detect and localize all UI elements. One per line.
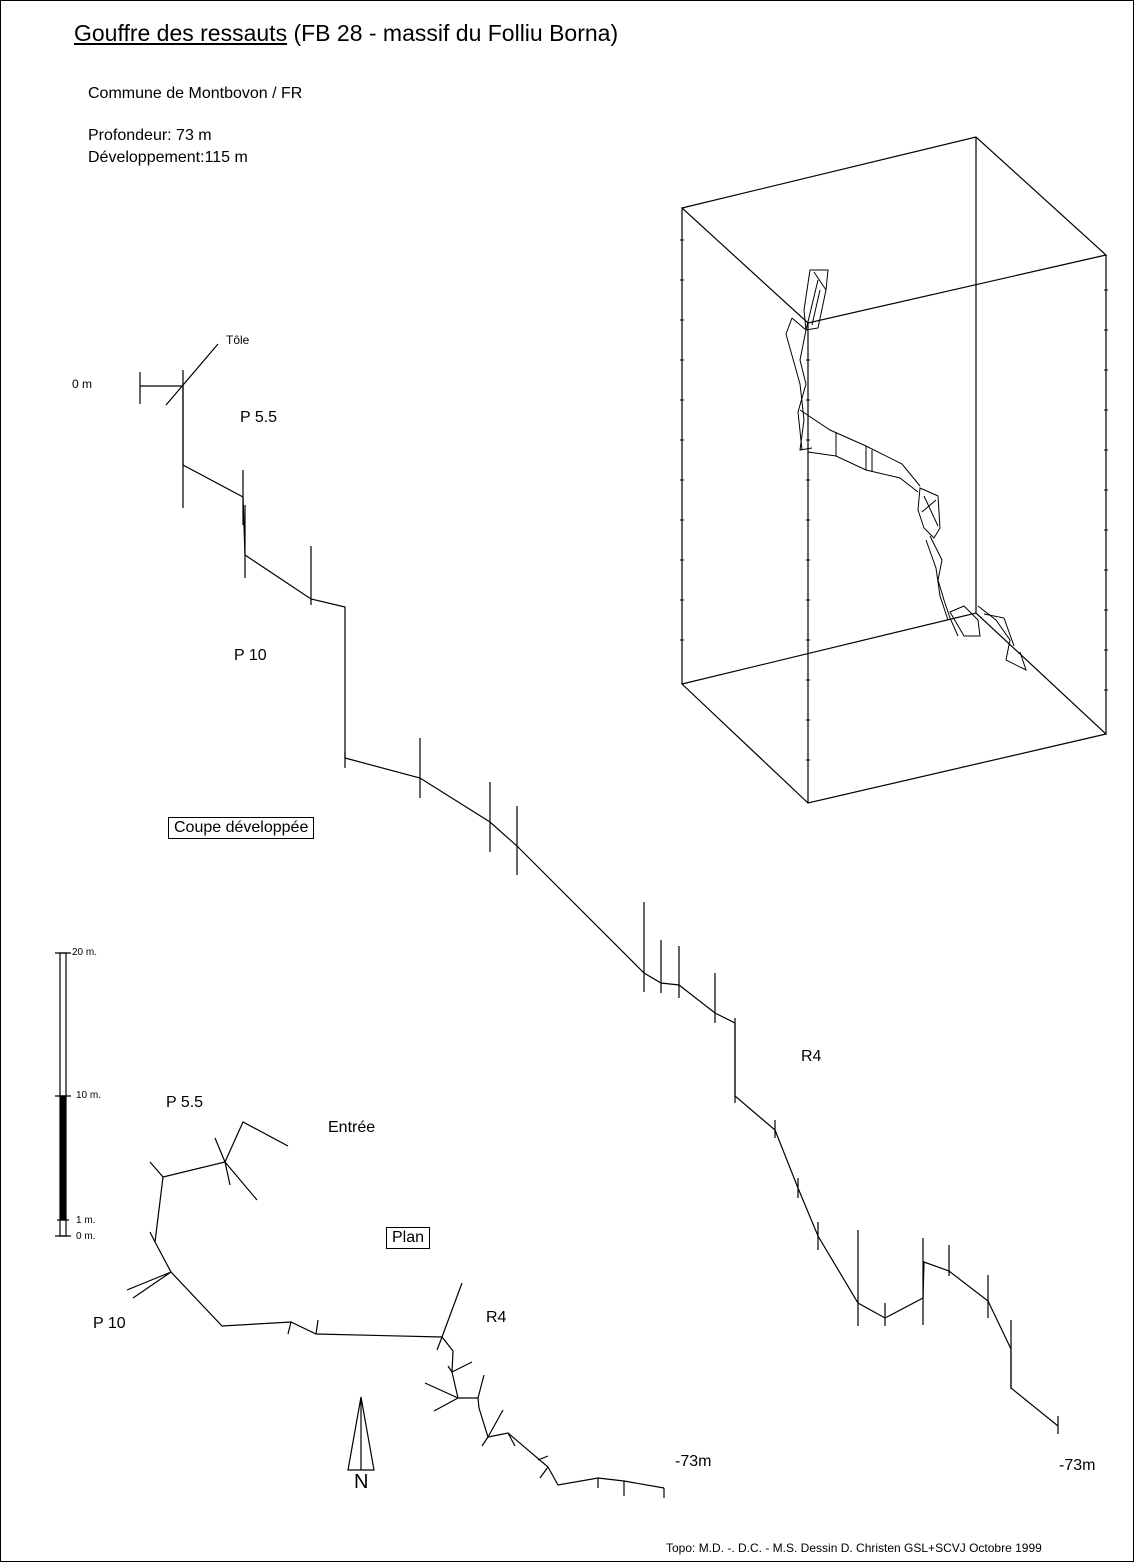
north-arrow-icon — [347, 1396, 375, 1471]
plan-bottom-label: -73m — [675, 1453, 712, 1470]
title-subtitle: (FB 28 - massif du Folliu Borna) — [287, 20, 619, 46]
profondeur-text: Profondeur: 73 m — [88, 127, 212, 144]
plan-r4-label: R4 — [486, 1309, 507, 1326]
north-label: N — [354, 1471, 369, 1493]
page-title: Gouffre des ressauts (FB 28 - massif du … — [74, 20, 618, 47]
section-profile — [139, 343, 1059, 1434]
section-tole-label: Tôle — [226, 333, 250, 347]
plan-entree-label: Entrée — [328, 1119, 376, 1136]
scale-label-0: 0 m. — [76, 1231, 96, 1242]
tole-pointer — [165, 343, 219, 406]
scale-bar — [55, 952, 71, 1237]
block-edges — [680, 136, 1108, 804]
section-p10-label: P 10 — [234, 647, 267, 664]
plan-view — [126, 1121, 665, 1498]
cave-3d-model — [785, 269, 1027, 671]
title-cave-name: Gouffre des ressauts — [74, 20, 288, 46]
scale-label-1: 1 m. — [76, 1215, 96, 1226]
plan-branches — [126, 1137, 665, 1498]
section-r4-label: R4 — [801, 1048, 822, 1065]
plan-p55-label: P 5.5 — [166, 1094, 204, 1111]
section-title-box: Coupe développée — [168, 817, 315, 839]
commune-text: Commune de Montbovon / FR — [88, 85, 303, 102]
scale-bar-upper — [59, 952, 67, 1097]
block-tick-marks — [680, 239, 1108, 761]
plan-centerline — [154, 1121, 665, 1489]
scale-bar-first-meter — [59, 1219, 67, 1237]
developpement-text: Développement:115 m — [88, 149, 248, 166]
scale-bar-ticks — [55, 952, 71, 1237]
scale-bar-lower — [59, 1095, 67, 1221]
section-p55-label: P 5.5 — [240, 409, 278, 426]
block-3d-view — [680, 136, 1108, 804]
section-zero-label: 0 m — [72, 377, 93, 391]
scale-label-10: 10 m. — [76, 1090, 102, 1101]
scale-label-20: 20 m. — [72, 947, 98, 958]
plan-p10-label: P 10 — [93, 1315, 126, 1332]
section-bottom-label: -73m — [1059, 1457, 1096, 1474]
section-cross-marks — [139, 370, 1059, 1434]
section-centerline — [140, 385, 1059, 1427]
plan-title-box: Plan — [386, 1227, 431, 1249]
credits-text: Topo: M.D. -. D.C. - M.S. Dessin D. Chri… — [666, 1541, 1042, 1555]
